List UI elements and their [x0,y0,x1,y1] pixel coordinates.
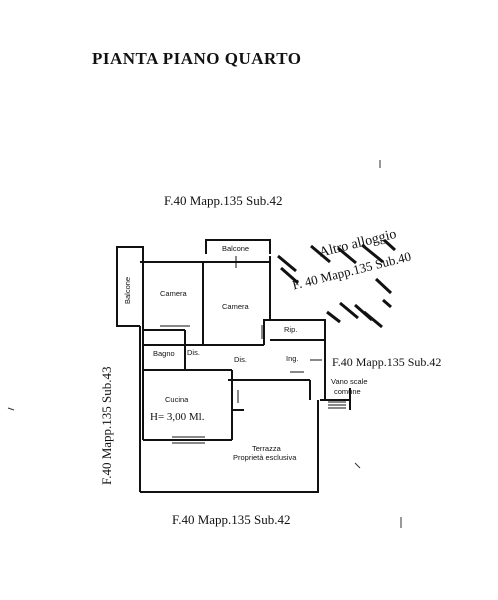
room-label-terrazza-proprieta: Proprietà esclusiva [233,453,297,462]
walls [116,239,351,493]
ref-label-top: F.40 Mapp.135 Sub.42 [164,193,283,208]
room-label-rip: Rip. [284,325,298,334]
stairs [328,401,346,409]
room-label-ing: Ing. [286,354,299,363]
room-label-bagno: Bagno [153,349,175,358]
ref-label-left: F.40 Mapp.135 Sub.43 [99,366,114,486]
room-label-dis-small: Dis. [187,348,200,357]
room-label-vano-comune: comune [334,387,361,396]
room-label-dis: Dis. [234,355,247,364]
room-label-balcone-left: Balcone [123,276,132,304]
plan-title: PIANTA PIANO QUARTO [92,49,302,68]
ref-label-bottom: F.40 Mapp.135 Sub.42 [172,512,291,527]
hatched-area-other-unit [277,238,397,329]
room-label-vano-scale: Vano scale [331,377,368,386]
room-label-camera-left: Camera [160,289,187,298]
room-label-terrazza: Terrazza [252,444,281,453]
room-label-cucina: Cucina [165,395,189,404]
openings [160,256,322,444]
room-label-camera-right: Camera [222,302,249,311]
scan-marks [7,160,402,528]
ref-label-right: F.40 Mapp.135 Sub.42 [332,355,442,369]
ceiling-height-label: H= 3,00 Ml. [150,411,205,423]
room-label-balcone-top: Balcone [222,244,250,253]
